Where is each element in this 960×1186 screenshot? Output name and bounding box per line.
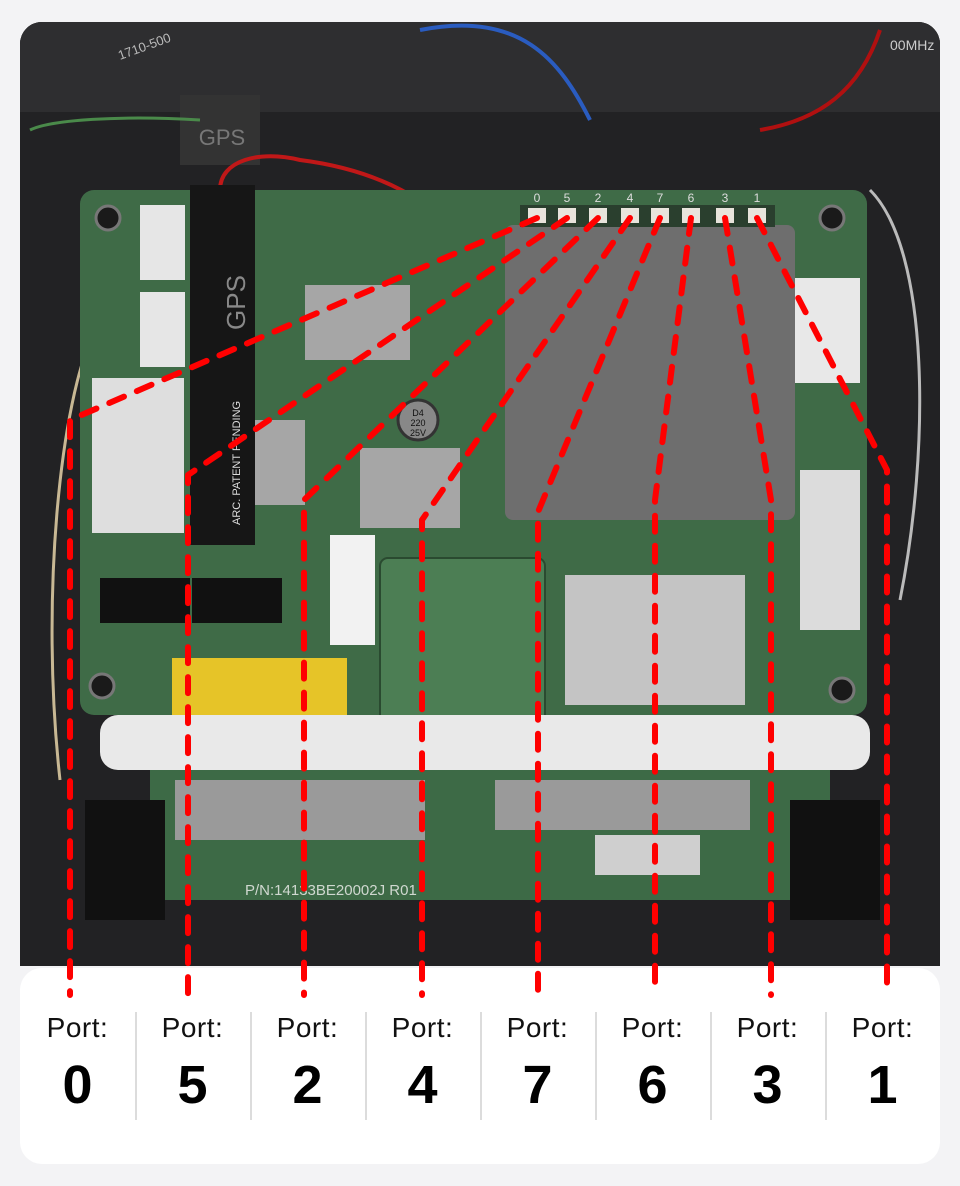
port-label: Port: — [161, 1012, 224, 1043]
port-number: 4 — [407, 1055, 438, 1115]
port-number: 0 — [62, 1055, 93, 1115]
port-connector — [589, 208, 607, 223]
connector-label: 6 — [688, 191, 695, 205]
patent-text: ARC. PATENT PENDING — [231, 401, 243, 525]
port-label: Port: — [506, 1012, 569, 1043]
connector-label: 3 — [722, 191, 729, 205]
capacitor-text: 220 — [410, 418, 425, 428]
port-number: 2 — [292, 1055, 323, 1115]
port-entry: Port: 4 — [365, 968, 480, 1164]
connector-label: 1 — [754, 191, 761, 205]
gps-block — [180, 95, 260, 165]
port-label: Port: — [621, 1012, 684, 1043]
port-entry: Port: 2 — [250, 968, 365, 1164]
port-connector — [748, 208, 766, 223]
port-legend: Port: 0 Port: 5 Port: 2 Port: 4 Port: 7 Port:… — [20, 968, 940, 1164]
pcb-photo: GPS 00MHz 1710-500 P/N:14133BE20002J R01 — [20, 22, 940, 966]
port-number: 3 — [752, 1055, 783, 1115]
port-connector — [621, 208, 639, 223]
port-number: 6 — [637, 1055, 668, 1115]
port-connector — [528, 208, 546, 223]
connector-label: 7 — [657, 191, 664, 205]
port-connector — [682, 208, 700, 223]
port-entry: Port: 3 — [710, 968, 825, 1164]
corner-text: 00MHz — [890, 37, 934, 53]
capacitor-text: D4 — [412, 408, 424, 418]
port-label: Port: — [276, 1012, 339, 1043]
port-number: 7 — [522, 1055, 553, 1115]
thermal-pad — [505, 225, 795, 520]
port-entry: Port: 7 — [480, 968, 595, 1164]
connector-label: 5 — [564, 191, 571, 205]
port-label: Port: — [736, 1012, 799, 1043]
port-label: Port: — [391, 1012, 454, 1043]
port-entry: Port: 1 — [825, 968, 940, 1164]
connector-label: 4 — [627, 191, 634, 205]
gps-antenna — [190, 185, 255, 545]
port-number: 5 — [177, 1055, 208, 1115]
front-panel — [100, 715, 870, 770]
port-connector — [558, 208, 576, 223]
port-connector — [716, 208, 734, 223]
port-entry: Port: 5 — [135, 968, 250, 1164]
connector-label: 0 — [534, 191, 541, 205]
pcb-illustration: GPS 00MHz 1710-500 P/N:14133BE20002J R01 — [20, 22, 940, 966]
antenna-label: GPS — [221, 275, 251, 330]
port-entry: Port: 6 — [595, 968, 710, 1164]
port-label: Port: — [851, 1012, 914, 1043]
connector-label: 2 — [595, 191, 602, 205]
capacitor-text: 25V — [410, 428, 426, 438]
port-number: 1 — [867, 1055, 898, 1115]
gps-block-label: GPS — [199, 125, 245, 150]
port-entry: Port: 0 — [20, 968, 135, 1164]
part-number-text: P/N:14133BE20002J R01 — [245, 882, 417, 899]
port-connector — [651, 208, 669, 223]
port-label: Port: — [46, 1012, 109, 1043]
